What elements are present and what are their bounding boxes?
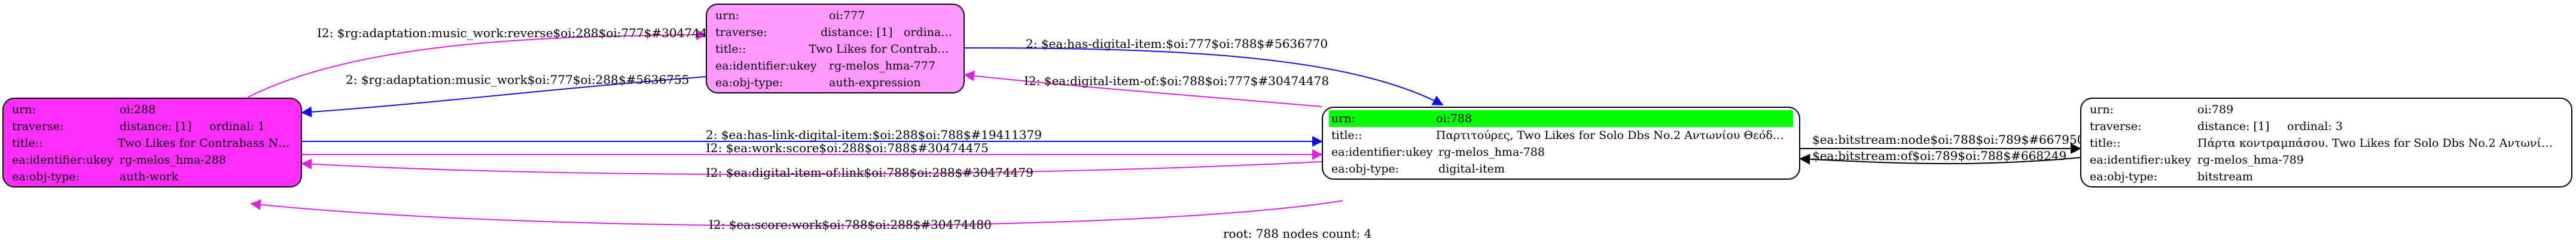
ukey-key: ea:identifier:ukey xyxy=(1331,146,1433,159)
edge-digital-of xyxy=(964,70,1322,107)
edge-label-bitstream-node: $ea:bitstream:node$oi:788$oi:789$#667950 xyxy=(1812,132,2084,147)
ukey-key: ea:identifier:ukey xyxy=(12,153,114,167)
title-value: Πάρτα κοντραμπάσου. Two Likes for Solo D… xyxy=(2197,137,2556,150)
urn-key: urn: xyxy=(12,103,36,116)
edge-reverse xyxy=(248,29,707,98)
ordinal-value: ordinal: 3 xyxy=(2287,120,2343,133)
traverse-key: traverse: xyxy=(715,26,767,39)
title-value: Παρτιτούρες, Two Likes for Solo Dbs No.2… xyxy=(1435,129,1793,142)
type-value: auth-expression xyxy=(829,76,921,89)
edge-label-bitstream-of: $ea:bitstream:of$oi:789$oi:788$#668249 xyxy=(1812,149,2066,163)
ukey-value: rg-melos_hma-789 xyxy=(2197,153,2304,167)
ordinal-value: ordinal: 2 xyxy=(903,26,955,39)
type-key: ea:obj-type: xyxy=(12,170,80,183)
traverse-key: traverse: xyxy=(2090,120,2142,133)
edge-item-of-link xyxy=(301,158,1322,176)
node-788[interactable]: urn: oi:788 title::Παρτιτούρες, Two Likes… xyxy=(1322,107,1800,180)
title-key: title:: xyxy=(12,137,43,150)
title-key: title:: xyxy=(2090,137,2121,150)
type-key: ea:obj-type: xyxy=(1331,162,1400,176)
urn-value: oi:788 xyxy=(1436,112,1473,125)
edge-has-digital xyxy=(964,47,1444,105)
title-key: title:: xyxy=(1331,129,1362,142)
ukey-value: rg-melos_hma-777 xyxy=(829,59,935,72)
edge-label-digital-of: I2: $ea:digital-item-of:$oi:788$oi:777$#… xyxy=(1024,74,1329,88)
edge-label-reverse: I2: $rg:adaptation:music_work:reverse$oi… xyxy=(317,26,723,40)
distance-value: distance: [1] xyxy=(120,120,192,133)
urn-key: urn: xyxy=(1331,112,1355,125)
distance-value: distance: [1] xyxy=(820,26,893,39)
ukey-key: ea:identifier:ukey xyxy=(2090,153,2191,167)
node-789[interactable]: urn: oi:789 traverse: distance: [1] ordinal… xyxy=(2080,98,2572,187)
edge-label-item-of-link: I2: $ea:digital-item-of:link$oi:788$oi:2… xyxy=(706,165,1034,180)
edge-label-adaptation: 2: $rg:adaptation:music_work$oi:777$oi:2… xyxy=(346,72,689,87)
distance-value: distance: [1] xyxy=(2197,120,2270,133)
type-value: digital-item xyxy=(1438,162,1505,176)
urn-value: oi:789 xyxy=(2197,103,2234,116)
edge-label-score-work: I2: $ea:score:work$oi:788$oi:288$#304744… xyxy=(709,217,992,232)
ordinal-value: ordinal: 1 xyxy=(209,120,265,133)
node-788-header: urn: oi:788 xyxy=(1329,110,1793,127)
ukey-value: rg-melos_hma-288 xyxy=(120,153,226,167)
ukey-value: rg-melos_hma-788 xyxy=(1438,146,1545,159)
edge-adaptation xyxy=(301,76,706,117)
type-value: bitstream xyxy=(2197,170,2253,183)
node-288[interactable]: urn: oi:288 traverse: distance: [1] ordinal… xyxy=(2,98,302,187)
edge-label-work-score: I2: $ea:work:score$oi:288$oi:788$#304744… xyxy=(706,141,989,155)
edge-bitstream-of xyxy=(1799,153,2081,165)
edge-label-has-link: 2: $ea:has-link-digital-item:$oi:288$oi:… xyxy=(706,128,1042,142)
edge-label-has-digital: 2: $ea:has-digital-item:$oi:777$oi:788$#… xyxy=(1026,37,1328,51)
title-value: Two Likes for Contrabass No.2 xyxy=(117,137,292,150)
title-key: title:: xyxy=(715,43,746,56)
edge-score-work xyxy=(250,199,1343,226)
type-value: auth-work xyxy=(120,170,179,183)
urn-value: oi:288 xyxy=(120,103,156,116)
ukey-key: ea:identifier:ukey xyxy=(715,59,817,72)
title-value: Two Likes for Contrabass No.2 xyxy=(809,43,955,56)
graph-footer: root: 788 nodes count: 4 xyxy=(1223,226,1372,241)
traverse-key: traverse: xyxy=(12,120,64,133)
type-key: ea:obj-type: xyxy=(715,76,784,89)
node-777[interactable]: urn: oi:777 traverse: distance: [1] ordinal… xyxy=(706,4,965,93)
type-key: ea:obj-type: xyxy=(2090,170,2158,183)
urn-key: urn: xyxy=(2090,103,2114,116)
urn-value: oi:777 xyxy=(829,9,865,22)
urn-key: urn: xyxy=(715,9,739,22)
